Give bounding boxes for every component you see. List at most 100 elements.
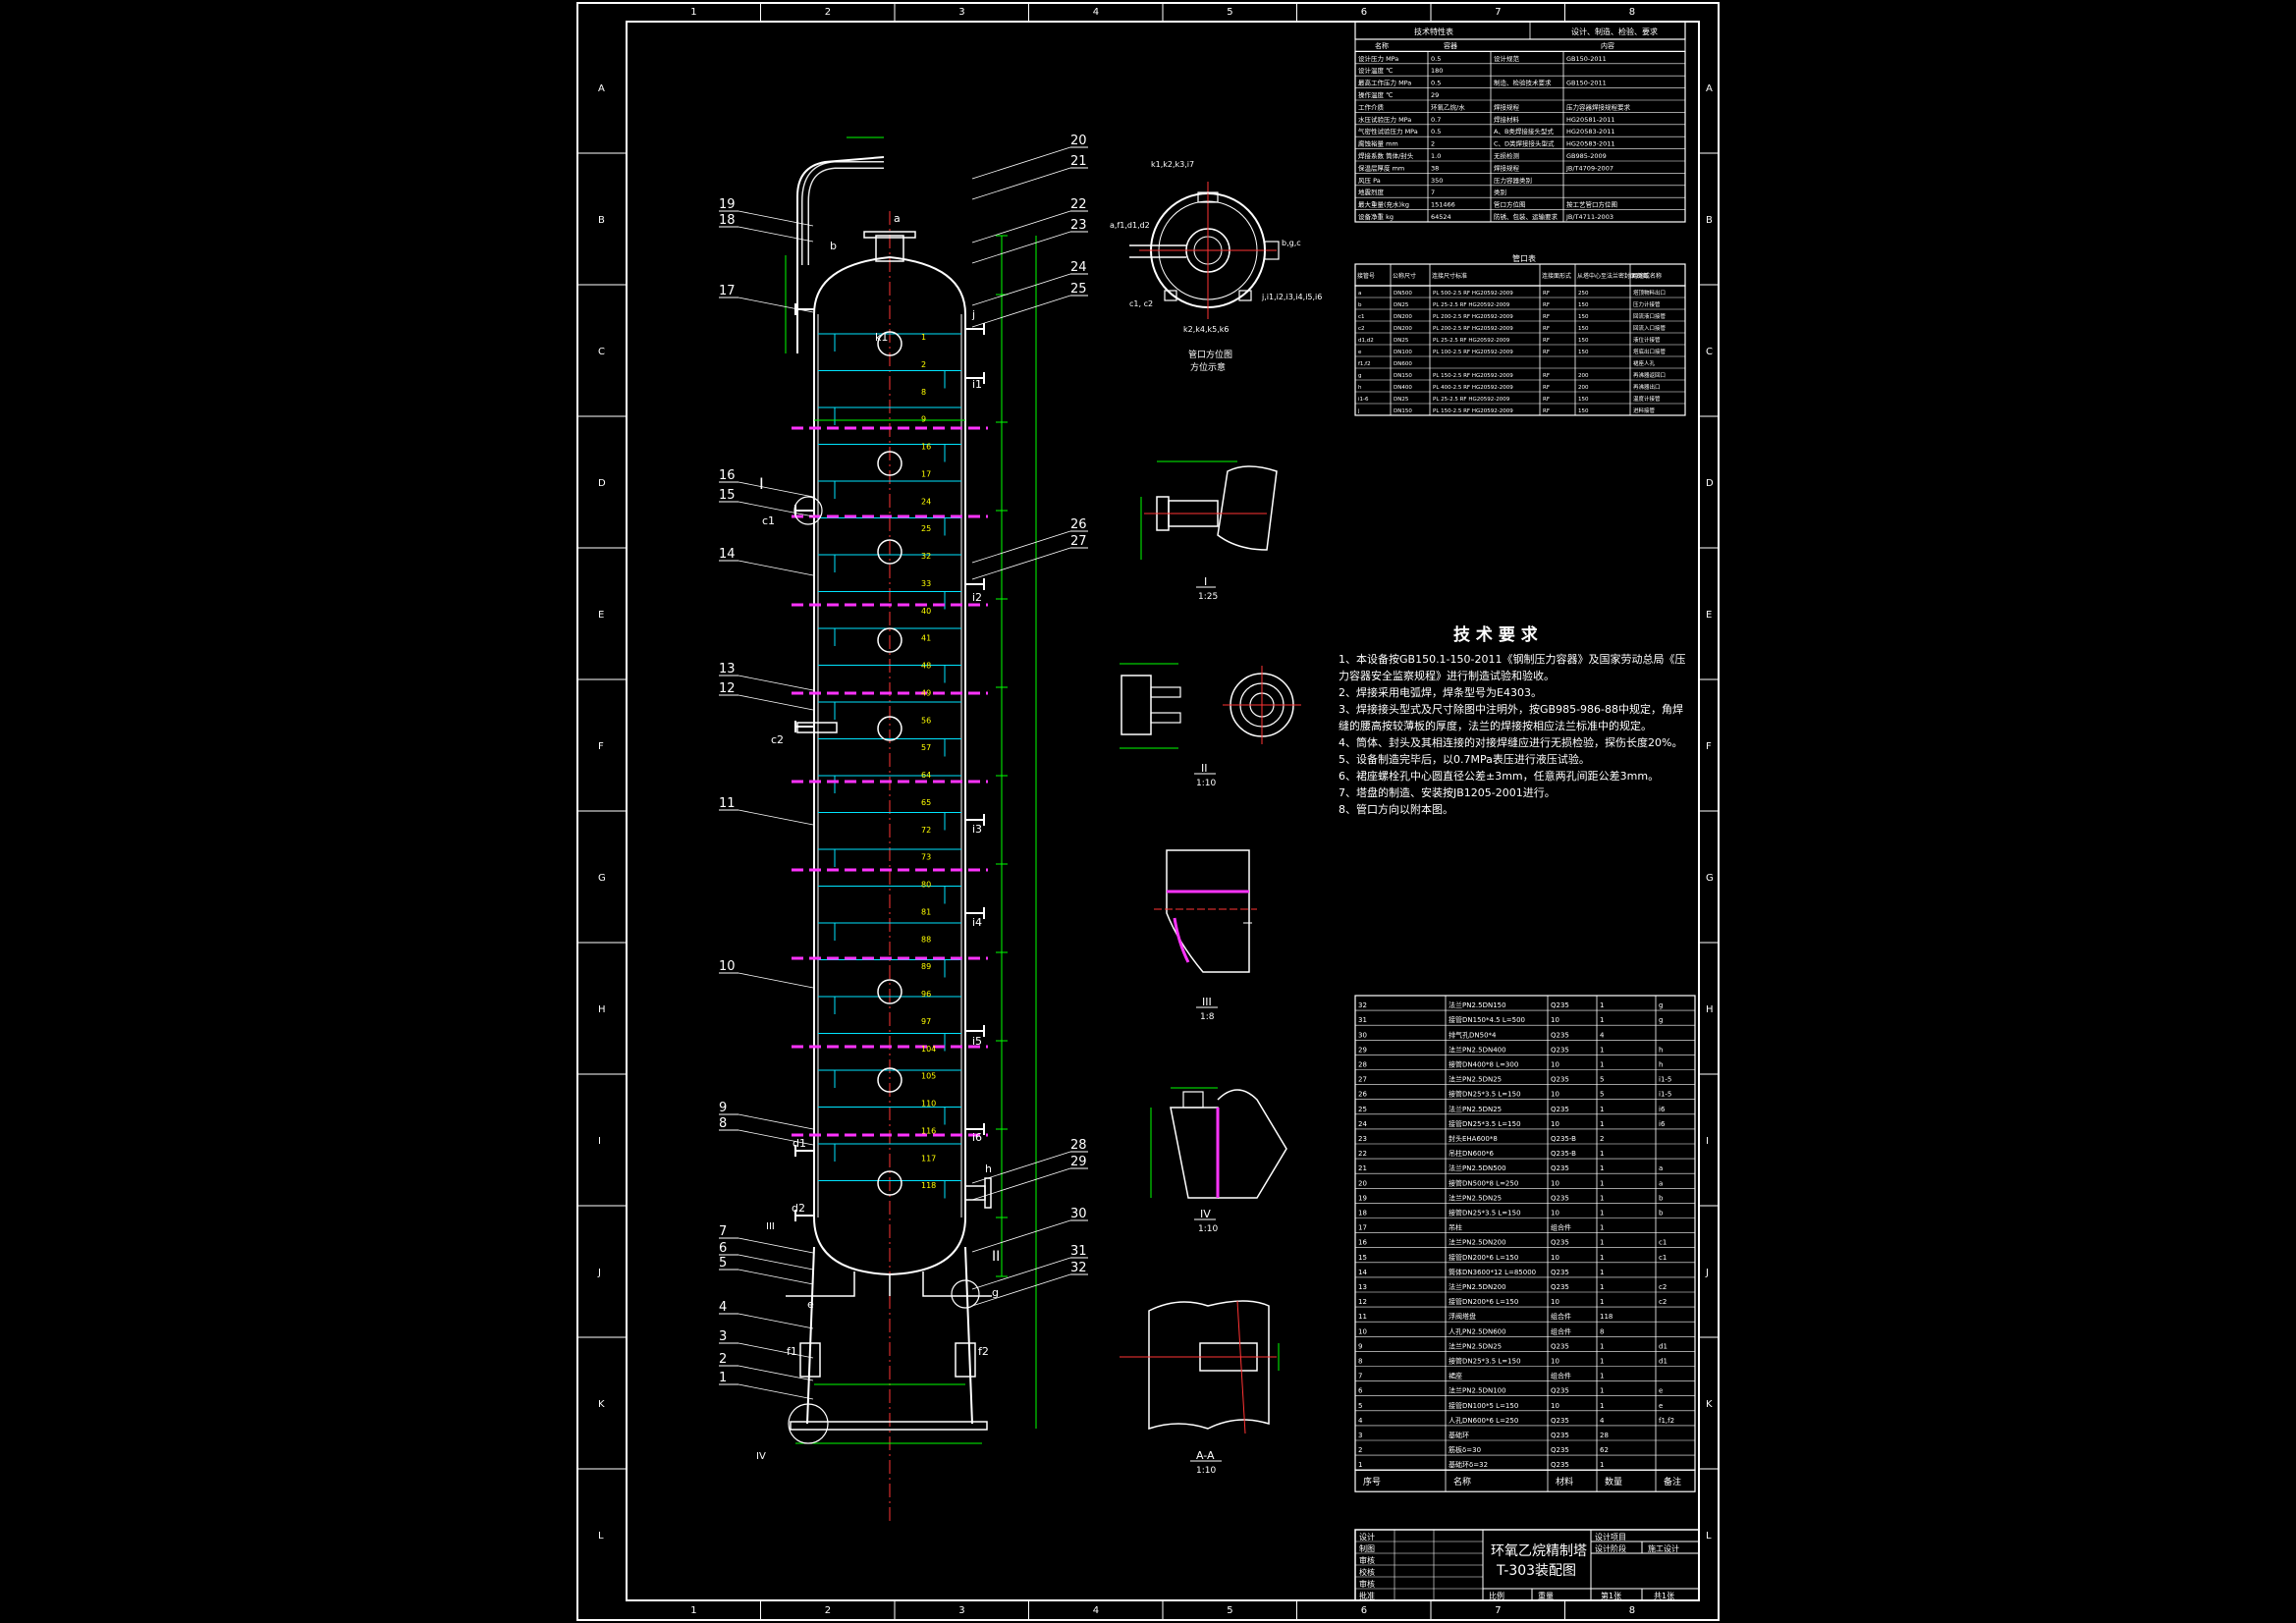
table-cell: DN25 bbox=[1394, 302, 1409, 308]
feed-pipe-c2 bbox=[796, 722, 838, 733]
table-cell: 设计规范 bbox=[1494, 54, 1520, 63]
zone-col-label: 6 bbox=[1361, 1605, 1367, 1616]
table-cell: 11 bbox=[1358, 1313, 1367, 1321]
skirt-manhole-f2 bbox=[955, 1342, 976, 1378]
table-cell: 回流液口接管 bbox=[1633, 312, 1667, 320]
orientation-caption: 管口方位图 bbox=[1188, 349, 1232, 360]
table-cell: 4 bbox=[1600, 1417, 1605, 1425]
table-cell: g bbox=[1659, 1016, 1663, 1024]
table-cell: 法兰PN2.5DN200 bbox=[1449, 1238, 1506, 1247]
leader-line bbox=[738, 501, 814, 517]
zone-col-label: 8 bbox=[1629, 7, 1635, 18]
tray-number: 72 bbox=[921, 826, 931, 835]
title-stage-value: 施工设计 bbox=[1648, 1543, 1679, 1553]
table-cell: 2 bbox=[1600, 1135, 1604, 1143]
zone-row-label: G bbox=[1706, 873, 1714, 884]
detail-view-III: III 1:8 bbox=[1154, 849, 1257, 1022]
table-cell: 再沸器返回口 bbox=[1633, 371, 1666, 379]
table-cell: 压力容器焊接规程要求 bbox=[1566, 102, 1631, 111]
table-cell: 塔底出口接管 bbox=[1633, 348, 1667, 355]
table-cell: 设计温度 ℃ bbox=[1358, 66, 1393, 75]
table-cell: 1 bbox=[1600, 1387, 1604, 1395]
section-A-A-label: A-A bbox=[1196, 1449, 1215, 1462]
table-cell: 10 bbox=[1551, 1358, 1559, 1366]
table-cell: j bbox=[1357, 408, 1360, 414]
tech-requirement-line: 力容器安全监察规程》进行制造试验和验收。 bbox=[1339, 669, 1555, 682]
nozzle-col-header: 连接面形式 bbox=[1542, 272, 1571, 280]
column-manholes bbox=[877, 331, 902, 1196]
table-cell: 8 bbox=[1600, 1327, 1604, 1335]
table-cell: 排气孔DN50*4 bbox=[1449, 1030, 1497, 1039]
nozzle-h bbox=[964, 1185, 986, 1201]
table-cell: 3 bbox=[1358, 1432, 1362, 1439]
nozzle-tag: b bbox=[830, 240, 837, 252]
table-cell: 裙座 bbox=[1449, 1372, 1462, 1380]
zone-row-label: E bbox=[598, 610, 604, 621]
table-cell: 吊柱DN600*6 bbox=[1449, 1149, 1494, 1158]
table-cell: Q235 bbox=[1551, 1076, 1569, 1084]
table-cell: 31 bbox=[1358, 1016, 1367, 1024]
title-role: 校核 bbox=[1359, 1567, 1375, 1577]
table-cell: 30 bbox=[1358, 1031, 1367, 1039]
table-cell: c2 bbox=[1659, 1298, 1667, 1306]
table-cell: RF bbox=[1543, 397, 1550, 403]
table-cell: PL 400-2.5 RF HG20592-2009 bbox=[1433, 385, 1513, 391]
table-cell: f1,f2 bbox=[1659, 1417, 1674, 1425]
table-cell: PL 25-2.5 RF HG20592-2009 bbox=[1433, 302, 1510, 308]
table-cell: 32 bbox=[1358, 1001, 1367, 1009]
table-cell: PL 25-2.5 RF HG20592-2009 bbox=[1433, 397, 1510, 403]
orientation-subcaption: 方位示意 bbox=[1190, 361, 1226, 373]
table-cell: 1 bbox=[1600, 1210, 1604, 1217]
title-project-label: 设计项目 bbox=[1595, 1532, 1626, 1542]
table-cell: PL 25-2.5 RF HG20592-2009 bbox=[1433, 338, 1510, 344]
tray-number: 17 bbox=[921, 469, 931, 478]
table-cell: PL 200-2.5 RF HG20592-2009 bbox=[1433, 314, 1513, 320]
table-cell: 0.5 bbox=[1431, 55, 1441, 63]
zone-col-label: 3 bbox=[958, 7, 964, 18]
table-cell: 5 bbox=[1358, 1402, 1362, 1410]
table-cell: 接管DN200*6 L=150 bbox=[1449, 1297, 1518, 1306]
tray-number: 89 bbox=[921, 962, 931, 971]
tech-requirement-line: 缝的腰高按较薄板的厚度，法兰的焊接按相应法兰标准中的规定。 bbox=[1339, 719, 1652, 732]
leader-line bbox=[738, 809, 814, 826]
table-cell: 1 bbox=[1600, 1283, 1604, 1291]
table-cell: 7 bbox=[1358, 1373, 1362, 1380]
leader-line bbox=[971, 547, 1071, 580]
svg-text:k2,k4,k5,k6: k2,k4,k5,k6 bbox=[1183, 325, 1230, 334]
zone-row-label: H bbox=[1706, 1004, 1714, 1015]
tray-number: 2 bbox=[921, 360, 926, 369]
zone-row-label: A bbox=[1706, 83, 1713, 94]
table-cell: 1 bbox=[1600, 1106, 1604, 1113]
table-cell: 1 bbox=[1600, 1016, 1604, 1024]
nozzle-col-header: 接管号 bbox=[1357, 272, 1375, 280]
table-cell: 1 bbox=[1600, 1373, 1604, 1380]
leader-line bbox=[738, 560, 814, 576]
table-cell: d1 bbox=[1659, 1358, 1667, 1366]
tray-number: 1 bbox=[921, 333, 926, 342]
leader-number: 25 bbox=[1070, 282, 1087, 297]
zone-row-label: I bbox=[598, 1136, 601, 1147]
table-cell: 150 bbox=[1578, 326, 1589, 332]
leader-number: 20 bbox=[1070, 134, 1087, 148]
nozzle-tag: i3 bbox=[972, 823, 982, 836]
table-cell: 组合件 bbox=[1551, 1223, 1571, 1232]
table-cell: JB/T4709-2007 bbox=[1565, 164, 1613, 172]
table-frame bbox=[1354, 285, 1686, 416]
table-cell: 2 bbox=[1431, 140, 1435, 148]
title-block: 环氧乙烷精制塔 T-303装配图 设计项目 设计阶段 施工设计 比例 重量 第1… bbox=[1354, 1529, 1700, 1601]
zone-row-label: B bbox=[598, 215, 605, 226]
table-cell: 液位计接管 bbox=[1633, 336, 1661, 344]
zone-col-label: 1 bbox=[690, 1605, 696, 1616]
table-cell: PL 150-2.5 RF HG20592-2009 bbox=[1433, 408, 1513, 414]
nozzle-tag: f2 bbox=[978, 1345, 989, 1358]
nozzle-tag: c2 bbox=[771, 733, 784, 746]
table-cell: DN400 bbox=[1394, 385, 1412, 391]
leader-line bbox=[738, 1365, 814, 1381]
tray-number: 9 bbox=[921, 415, 926, 424]
tray-number: 96 bbox=[921, 990, 931, 999]
table-cell: 接管DN400*8 L=300 bbox=[1449, 1060, 1518, 1069]
nozzle-tag: d1 bbox=[793, 1137, 806, 1150]
